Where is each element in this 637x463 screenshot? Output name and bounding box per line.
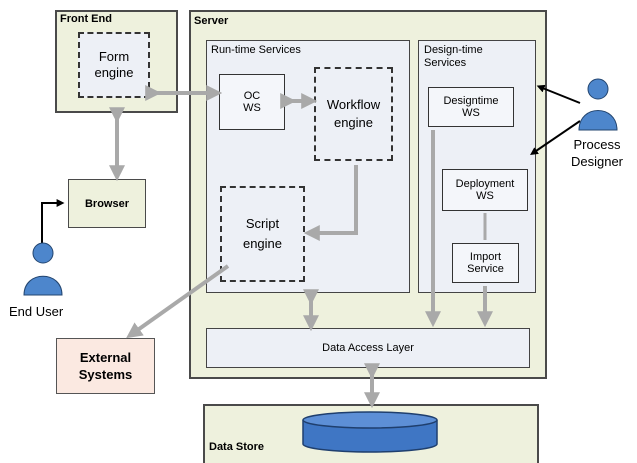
arrow-workflow-script — [303, 165, 358, 241]
server-title: Server — [194, 15, 229, 27]
external-systems-label: External Systems — [78, 350, 133, 382]
arrow-script-external — [126, 264, 230, 339]
database-icon — [302, 411, 438, 453]
import-service-label: Import Service — [467, 251, 504, 275]
deployment-ws: Deployment WS — [442, 169, 528, 211]
end-user-icon — [23, 242, 63, 296]
form-engine: Form engine — [78, 32, 150, 98]
process-designer-label: Process Designer — [570, 137, 624, 169]
designtime-ws-label: Designtime WS — [443, 95, 499, 119]
oc-ws: OC WS — [219, 74, 285, 130]
workflow-engine: Workflow engine — [314, 67, 393, 161]
data-access-layer: Data Access Layer — [206, 328, 530, 368]
import-service: Import Service — [452, 243, 519, 283]
external-systems: External Systems — [56, 338, 155, 394]
browser-label: Browser — [84, 197, 130, 210]
browser-box: Browser — [68, 179, 146, 228]
designtime-ws: Designtime WS — [428, 87, 514, 127]
script-engine-label: Script engine — [242, 216, 283, 251]
arrow-designer-deployment — [530, 120, 581, 156]
oc-ws-label: OC WS — [243, 90, 261, 114]
data-access-layer-label: Data Access Layer — [322, 342, 414, 354]
runtime-title: Run-time Services — [211, 44, 301, 56]
deployment-ws-label: Deployment WS — [455, 178, 515, 202]
frontend-title: Front End — [60, 13, 112, 25]
process-designer-icon — [578, 78, 618, 131]
end-user-label: End User — [9, 304, 64, 319]
arrow-enduser-browser — [41, 199, 65, 243]
data-store-title: Data Store — [209, 441, 265, 453]
workflow-engine-label: Workflow engine — [326, 97, 381, 130]
arrow-designer-designtime — [536, 84, 581, 104]
designtime-title: Design-time Services — [424, 44, 483, 69]
form-engine-label: Form engine — [94, 49, 134, 80]
